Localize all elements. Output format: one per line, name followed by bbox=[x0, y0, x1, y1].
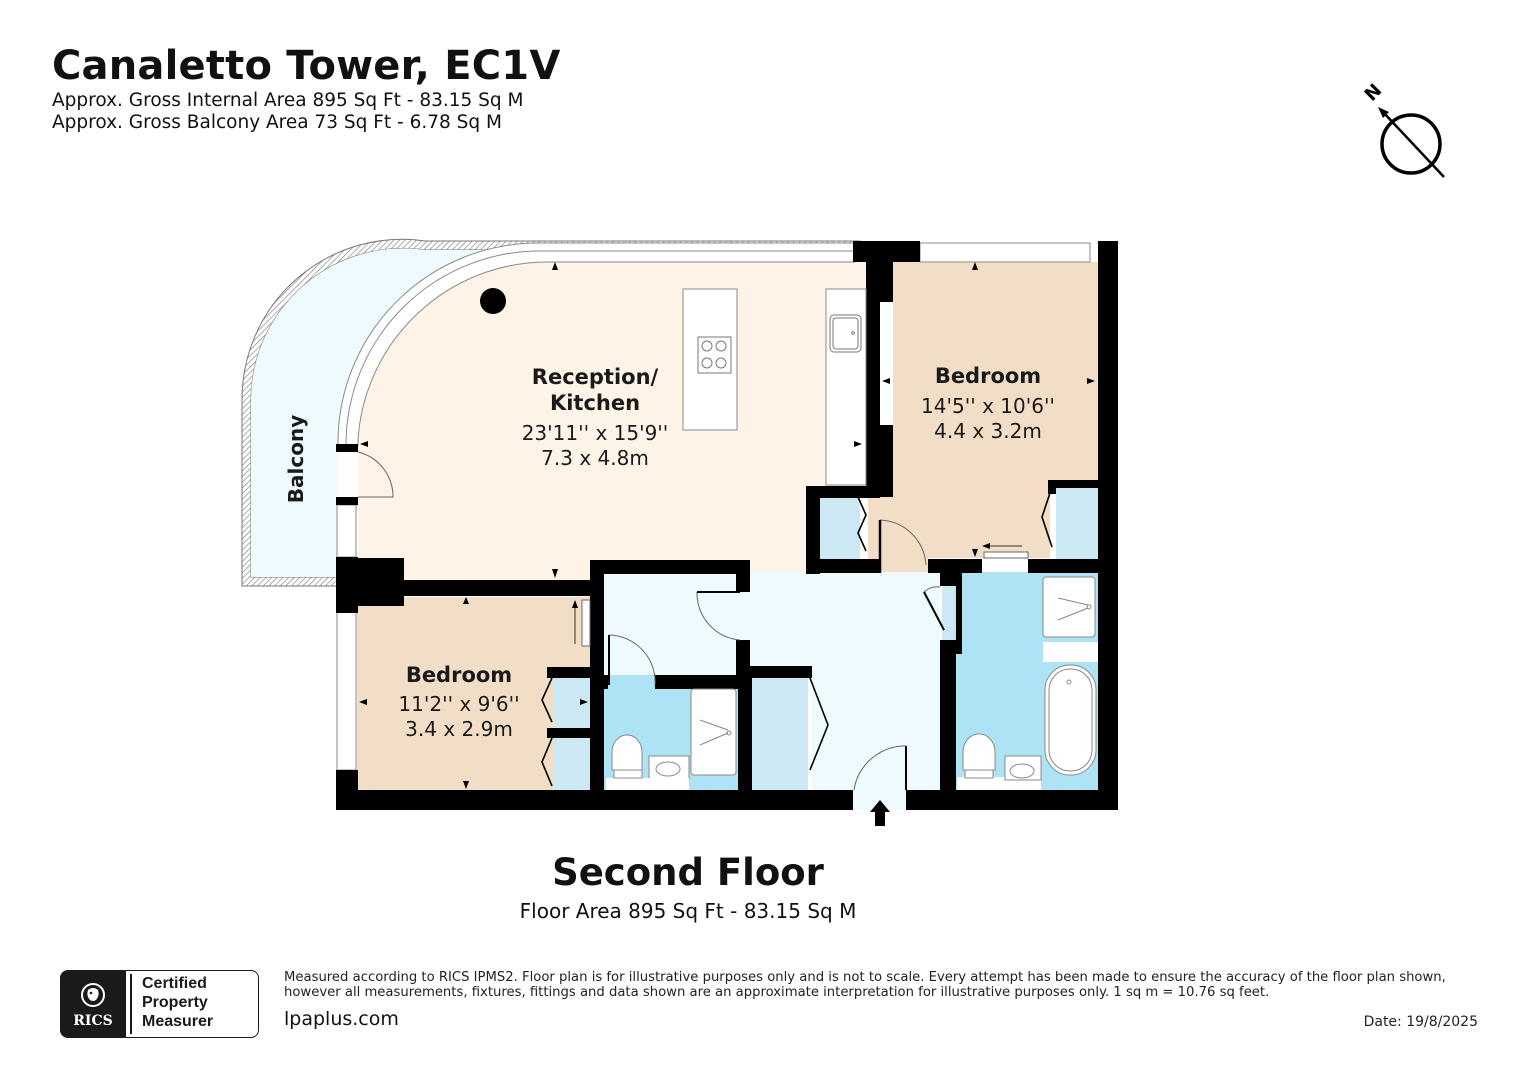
floor-area: Floor Area 895 Sq Ft - 83.15 Sq M bbox=[519, 899, 857, 923]
bedroom-1-name: Bedroom bbox=[935, 364, 1041, 388]
balcony-label: Balcony bbox=[284, 415, 308, 503]
reception-metric: 7.3 x 4.8m bbox=[541, 446, 649, 470]
rics-logo: RICS bbox=[60, 970, 126, 1038]
doors bbox=[357, 451, 945, 791]
walls bbox=[336, 241, 1118, 810]
bedroom-1-metric: 4.4 x 3.2m bbox=[934, 419, 1042, 443]
reception-imperial: 23'11'' x 15'9'' bbox=[522, 421, 669, 445]
column bbox=[480, 288, 506, 314]
toilet-icon bbox=[962, 733, 996, 779]
north-arrow-icon: N bbox=[1361, 82, 1445, 178]
wardrobe bbox=[1056, 487, 1098, 559]
disclaimer: Measured according to RICS IPMS2. Floor … bbox=[284, 970, 1484, 1000]
badge-line-3: Measurer bbox=[142, 1013, 214, 1030]
bedroom-1-floor bbox=[880, 262, 1098, 558]
wardrobe bbox=[820, 497, 860, 559]
property-title: Canaletto Tower, EC1V bbox=[52, 43, 561, 89]
measurement-markers bbox=[359, 262, 1095, 789]
plan-date: Date: 19/8/2025 bbox=[1363, 1014, 1478, 1030]
reception-name-line2: Kitchen bbox=[550, 391, 640, 415]
badge-line-1: Certified bbox=[142, 975, 207, 992]
floor-name: Second Floor bbox=[552, 851, 824, 894]
header: Canaletto Tower, EC1V Approx. Gross Inte… bbox=[52, 42, 560, 134]
bathtub-icon bbox=[1044, 664, 1097, 776]
bedroom-2-floor bbox=[357, 597, 590, 790]
certified-measurer-text: Certified Property Measurer bbox=[126, 970, 259, 1038]
rics-badge: RICS Certified Property Measurer bbox=[60, 970, 260, 1038]
shower-tray-icon bbox=[1042, 576, 1096, 638]
sink-icon bbox=[829, 314, 862, 353]
hall-cupboard bbox=[752, 678, 808, 790]
reception-kitchen-floor bbox=[358, 261, 866, 580]
basin-icon bbox=[1009, 763, 1035, 779]
entrance-arrow-icon bbox=[870, 800, 890, 826]
bedroom-1-imperial: 14'5'' x 10'6'' bbox=[921, 394, 1055, 418]
wardrobe bbox=[554, 738, 590, 790]
shower-tray-icon bbox=[690, 688, 737, 776]
bedroom-2-name: Bedroom bbox=[406, 663, 512, 687]
disclaimer-line-2: however all measurements, fixtures, fitt… bbox=[284, 985, 1270, 1000]
disclaimer-line-1: Measured according to RICS IPMS2. Floor … bbox=[284, 970, 1446, 985]
hall-cupboard bbox=[942, 572, 958, 640]
bedroom-2-imperial: 11'2'' x 9'6'' bbox=[398, 692, 519, 716]
toilet-icon bbox=[611, 734, 643, 779]
hob-icon bbox=[697, 336, 732, 374]
badge-line-2: Property bbox=[142, 994, 208, 1011]
gross-balcony-area: Approx. Gross Balcony Area 73 Sq Ft - 6.… bbox=[52, 112, 502, 133]
gross-internal-area: Approx. Gross Internal Area 895 Sq Ft - … bbox=[52, 90, 524, 111]
basin-icon bbox=[655, 761, 681, 777]
floor-label: Second Floor Floor Area 895 Sq Ft - 83.1… bbox=[0, 850, 1376, 924]
lion-icon bbox=[81, 983, 105, 1007]
rics-brand: RICS bbox=[73, 1013, 113, 1029]
website-link[interactable]: lpaplus.com bbox=[284, 1008, 399, 1030]
bedroom-2-metric: 3.4 x 2.9m bbox=[405, 717, 513, 741]
reception-name-line1: Reception/ bbox=[532, 365, 659, 389]
